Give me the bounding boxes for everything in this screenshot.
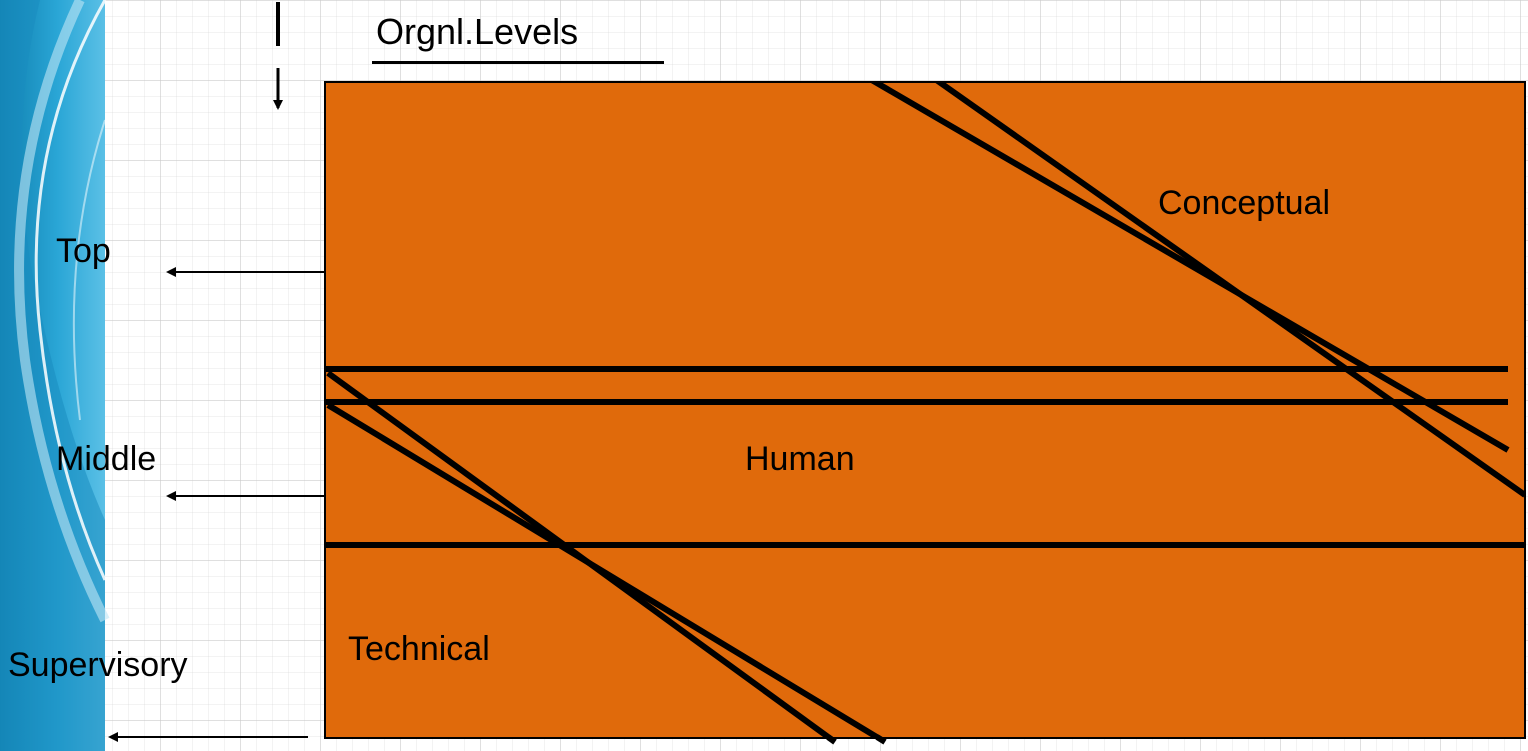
skills-box (324, 81, 1526, 739)
diagram-title: Orgnl.Levels (376, 11, 579, 52)
level-label-middle: Middle (56, 440, 157, 478)
technical-diagonal-2 (326, 402, 885, 738)
level-label-supervisory: Supervisory (8, 646, 188, 684)
technical-diagonal-2-tail (875, 734, 887, 745)
technical-diagonal-1-tail (826, 734, 837, 745)
skill-label-human: Human (745, 440, 855, 478)
conceptual-diagonal-2 (934, 82, 1525, 498)
skill-label-technical: Technical (348, 630, 490, 668)
title-underline (372, 61, 664, 64)
level-label-top: Top (56, 232, 111, 270)
slide-decoration (0, 0, 110, 751)
skill-label-conceptual: Conceptual (1158, 184, 1331, 222)
conceptual-diagonal-1 (869, 82, 1510, 453)
